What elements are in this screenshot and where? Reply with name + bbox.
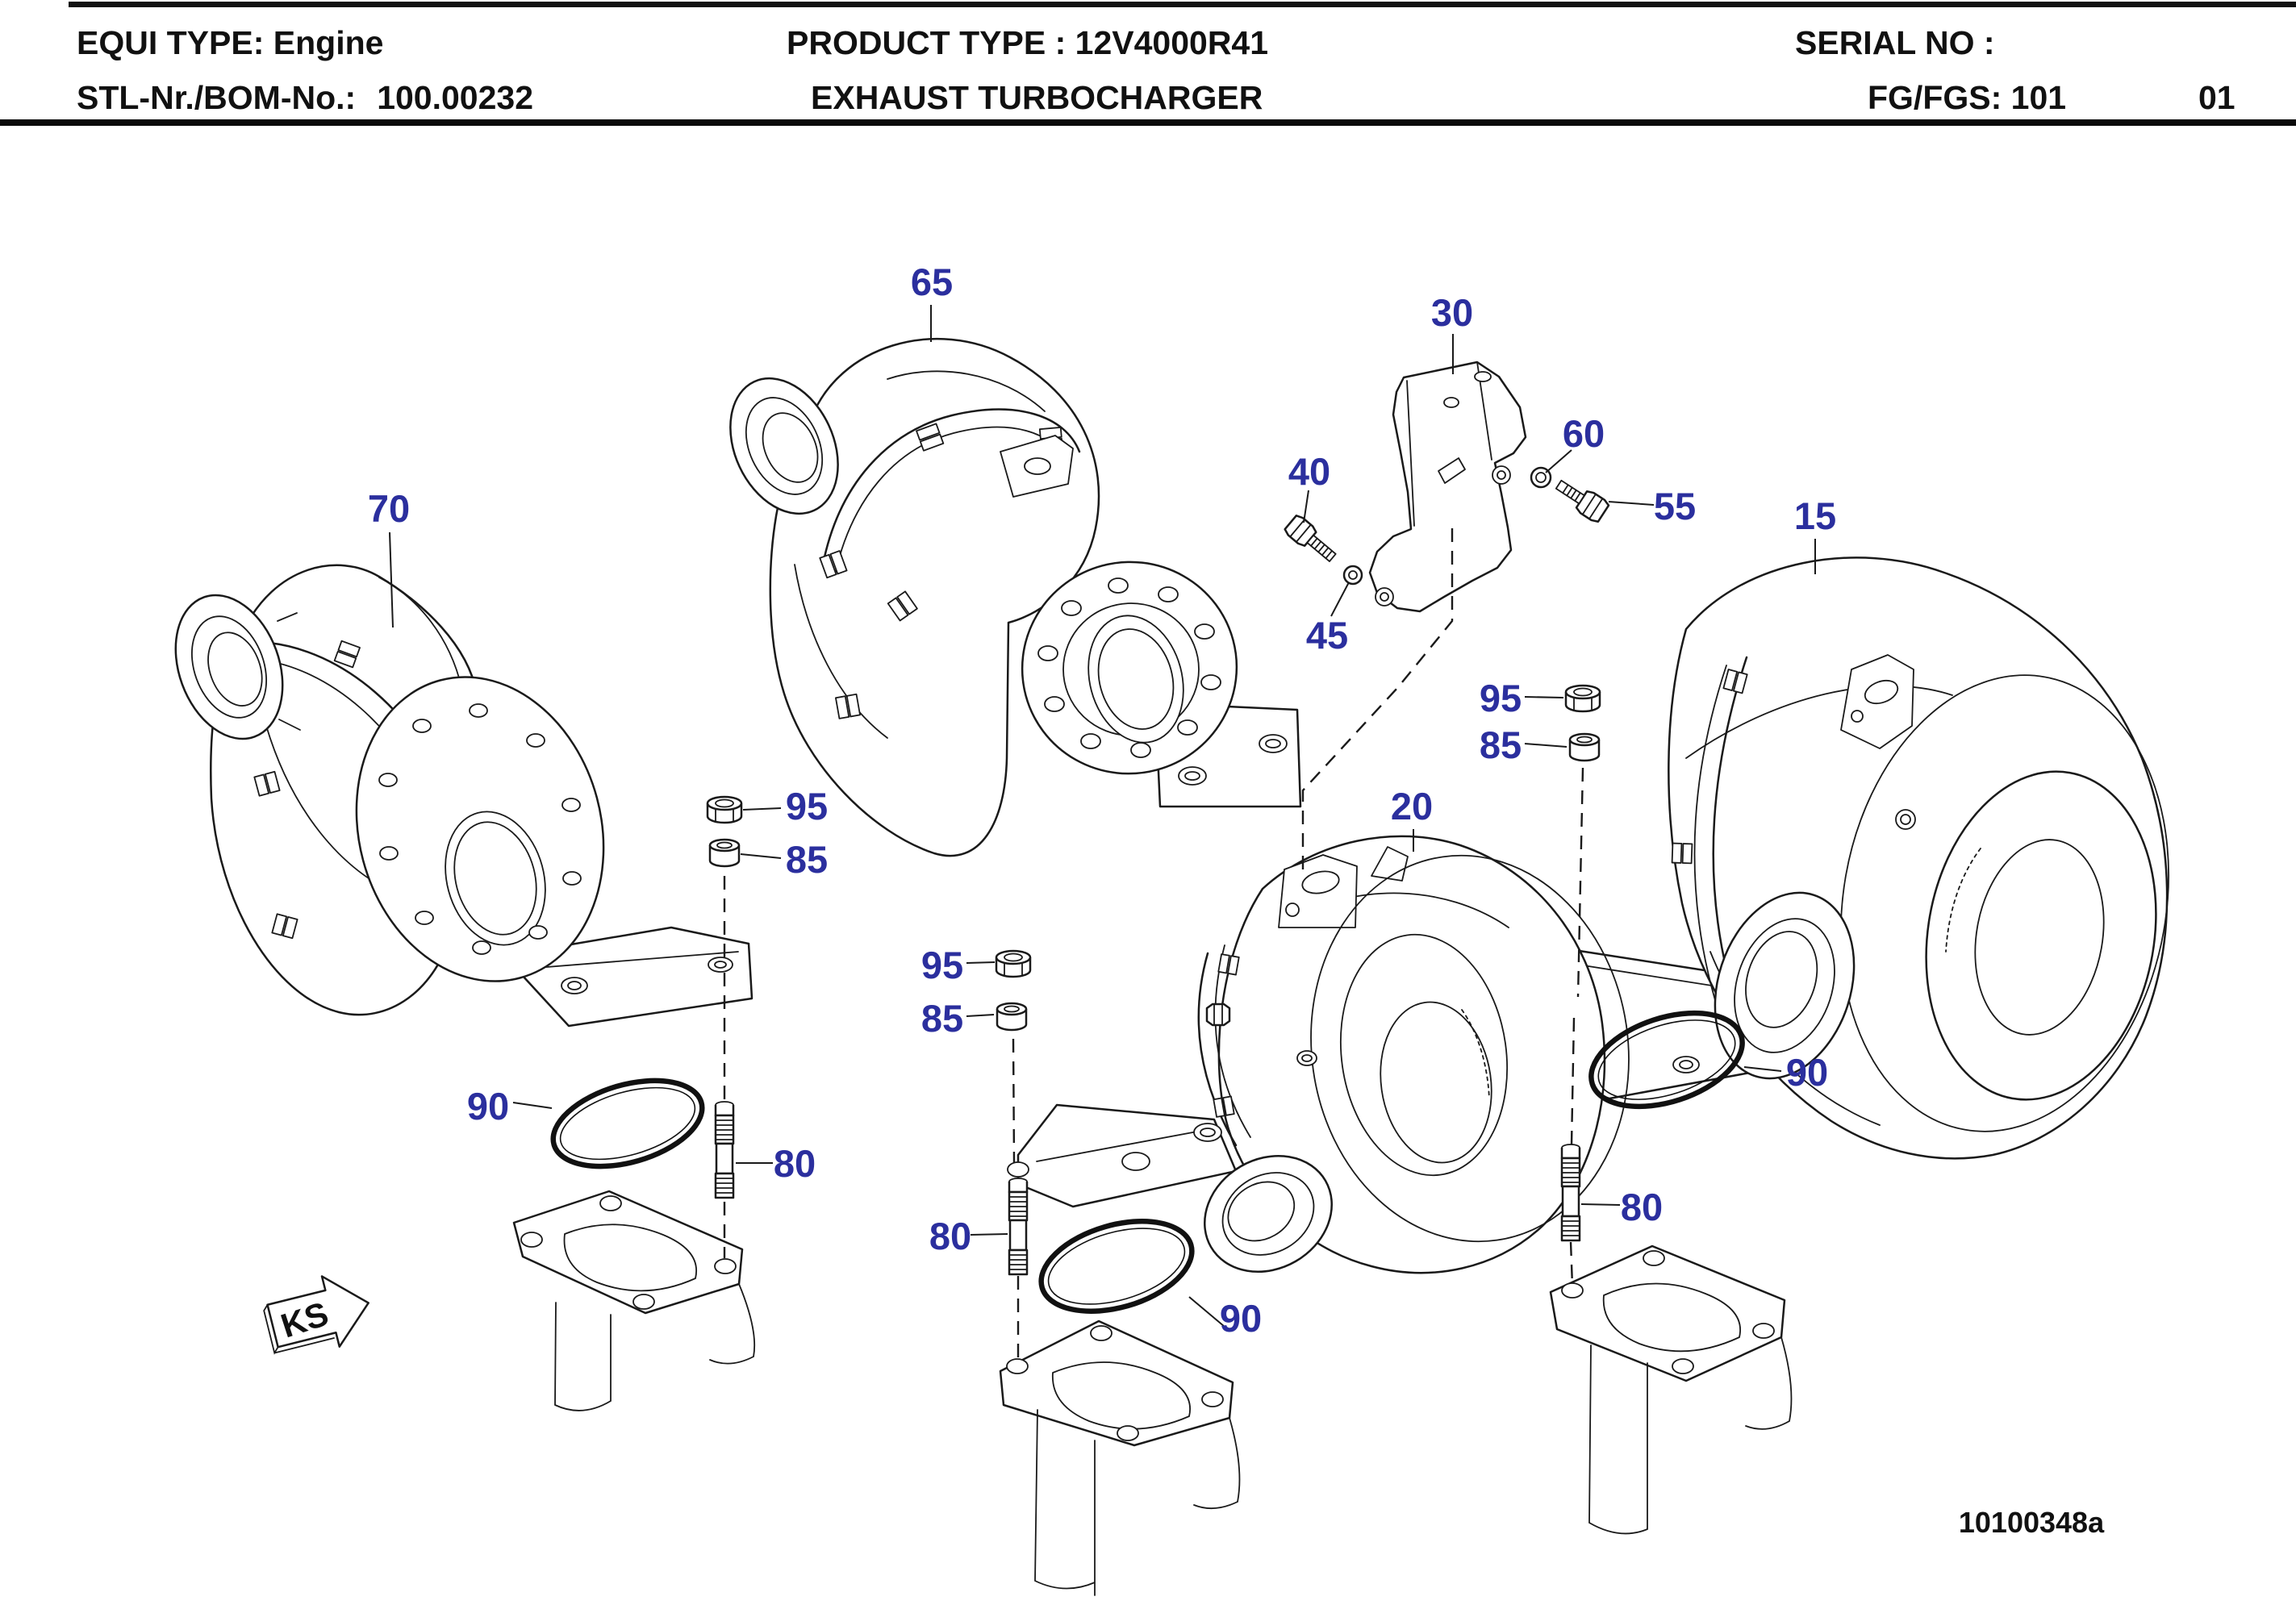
oring-90-right	[1588, 1010, 1745, 1110]
exhaust-manifold-stub-left	[512, 1190, 756, 1411]
header-divider-rule	[0, 119, 2296, 126]
turbocharger-15-drawing	[1557, 557, 2169, 1160]
turbocharger-65-drawing	[729, 337, 1302, 857]
disc-bolt-holes	[378, 703, 582, 955]
callout-85-middle: 85	[921, 997, 963, 1040]
oring-90-middle	[1038, 1219, 1195, 1314]
callout-90-left: 90	[467, 1085, 509, 1128]
callout-40: 40	[1288, 450, 1330, 493]
fg-fgs: FG/FGS: 101	[1868, 79, 2066, 117]
callout-45: 45	[1306, 614, 1348, 657]
serial-number: SERIAL NO :	[1795, 24, 1995, 61]
callout-95-right: 95	[1480, 677, 1522, 719]
hex-nut-95-middle	[995, 949, 1032, 978]
equi-type-label: EQUI TYPE:	[77, 24, 265, 61]
equi-type-value: Engine	[273, 24, 384, 61]
bolt-40-drawing	[1284, 515, 1337, 562]
hex-nut-95-right	[1564, 684, 1601, 713]
bolt-55-drawing	[1555, 479, 1610, 523]
inlet-flange-ring	[729, 377, 839, 515]
exhaust-manifold-stub-right	[1549, 1244, 1793, 1535]
callout-80-right: 80	[1621, 1186, 1663, 1228]
stud-80-left	[714, 1101, 735, 1199]
callout-90-middle: 90	[1220, 1297, 1262, 1340]
callout-60: 60	[1563, 412, 1605, 455]
callout-80-left: 80	[774, 1142, 816, 1185]
product-type-label: PRODUCT TYPE :	[787, 24, 1067, 61]
product-type-value: 12V4000R41	[1075, 24, 1269, 61]
bom-label: STL-Nr./BOM-No.:	[77, 79, 357, 116]
callout-80-middle: 80	[929, 1215, 971, 1257]
stud-80-middle	[1008, 1178, 1029, 1276]
bom-number: STL-Nr./BOM-No.: 100.00232	[77, 79, 533, 117]
callout-95-left: 95	[786, 785, 828, 828]
hex-nut-95-left	[706, 795, 743, 824]
turbocharger-20-drawing	[1007, 835, 1630, 1274]
callout-15: 15	[1794, 494, 1836, 537]
page-top-rule	[69, 2, 2296, 7]
equi-type: EQUI TYPE: Engine	[77, 24, 383, 62]
fg-fgs-value: 101	[2010, 79, 2067, 116]
stud-80-right	[1560, 1144, 1581, 1242]
callout-55: 55	[1654, 485, 1696, 527]
mounting-bracket-30-drawing	[1368, 361, 1527, 613]
product-type: PRODUCT TYPE : 12V4000R41	[787, 24, 1268, 62]
callout-90-right: 90	[1786, 1051, 1828, 1094]
disc-bolt-holes	[1037, 577, 1221, 758]
inlet-flange-ring	[174, 594, 284, 740]
spacer-85-middle	[996, 1002, 1028, 1032]
fg-fgs-label: FG/FGS:	[1868, 79, 2002, 116]
drawing-number: 10100348a	[1959, 1506, 2105, 1539]
oring-90-left	[550, 1078, 705, 1169]
exhaust-manifold-stub-middle	[999, 1319, 1241, 1596]
spacer-85-left	[708, 838, 741, 868]
leader-lines	[389, 305, 1816, 1328]
callout-20: 20	[1391, 785, 1433, 828]
product-name: EXHAUST TURBOCHARGER	[811, 79, 1263, 116]
bom-value: 100.00232	[377, 79, 533, 116]
turbocharger-70-drawing	[174, 564, 754, 1028]
ks-direction-arrow: KS	[263, 1275, 369, 1355]
callout-70: 70	[368, 487, 410, 530]
callout-65: 65	[911, 261, 953, 303]
callout-85-right: 85	[1480, 723, 1522, 766]
washer-45-drawing	[1342, 565, 1363, 586]
callout-85-left: 85	[786, 838, 828, 881]
callout-95-middle: 95	[921, 944, 963, 986]
callout-30: 30	[1431, 291, 1473, 334]
inlet-flange-ring	[1714, 891, 1856, 1080]
inlet-flange-ring	[1204, 1154, 1333, 1274]
sheet-number: 01	[2198, 79, 2235, 116]
spacer-85-right	[1568, 732, 1601, 762]
